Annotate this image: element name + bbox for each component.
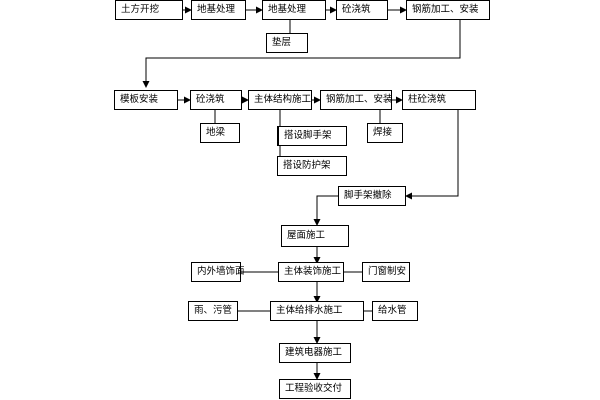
node-wumian: 屋面施工 bbox=[281, 225, 349, 247]
node-zhuangshi: 主体装饰施工 bbox=[278, 262, 344, 282]
node-gangjin2: 钢筋加工、安装 bbox=[320, 90, 393, 110]
node-yanshou: 工程验收交付 bbox=[279, 379, 351, 399]
node-geipaishui: 主体给排水施工 bbox=[270, 301, 364, 321]
node-hanjie: 焊接 bbox=[367, 123, 403, 143]
node-jiaoshou: 搭设脚手架 bbox=[277, 126, 347, 146]
node-zhutujiao: 柱砼浇筑 bbox=[402, 90, 476, 110]
node-dianceng: 垫层 bbox=[266, 33, 308, 53]
node-diliang: 地梁 bbox=[200, 123, 240, 143]
node-muban: 模板安装 bbox=[114, 90, 178, 110]
arrow-zhutujiao-chaichu bbox=[405, 110, 459, 200]
node-tujiao2: 砼浇筑 bbox=[190, 90, 242, 110]
node-dianqi: 建筑电器施工 bbox=[279, 343, 351, 363]
node-chaichu: 脚手架撤除 bbox=[338, 186, 406, 206]
node-gangjin1: 钢筋加工、安装 bbox=[406, 0, 490, 20]
node-tujiao1: 砼浇筑 bbox=[336, 0, 388, 20]
arrow-chaichu-wumian bbox=[313, 195, 338, 226]
node-tufang: 土方开挖 bbox=[115, 0, 183, 20]
node-diji2: 地基处理 bbox=[262, 0, 326, 20]
node-yuwu: 雨、污管 bbox=[188, 301, 238, 321]
arrow-gangjin1-muban bbox=[142, 20, 461, 88]
node-neiwai: 内外墙饰面 bbox=[191, 262, 245, 282]
node-menchuang: 门窗制安 bbox=[362, 262, 410, 282]
node-zhuti: 主体结构施工 bbox=[248, 90, 312, 110]
node-fanghu: 搭设防护架 bbox=[277, 156, 347, 176]
node-geishui: 给水管 bbox=[372, 301, 418, 321]
node-diji1: 地基处理 bbox=[191, 0, 246, 20]
